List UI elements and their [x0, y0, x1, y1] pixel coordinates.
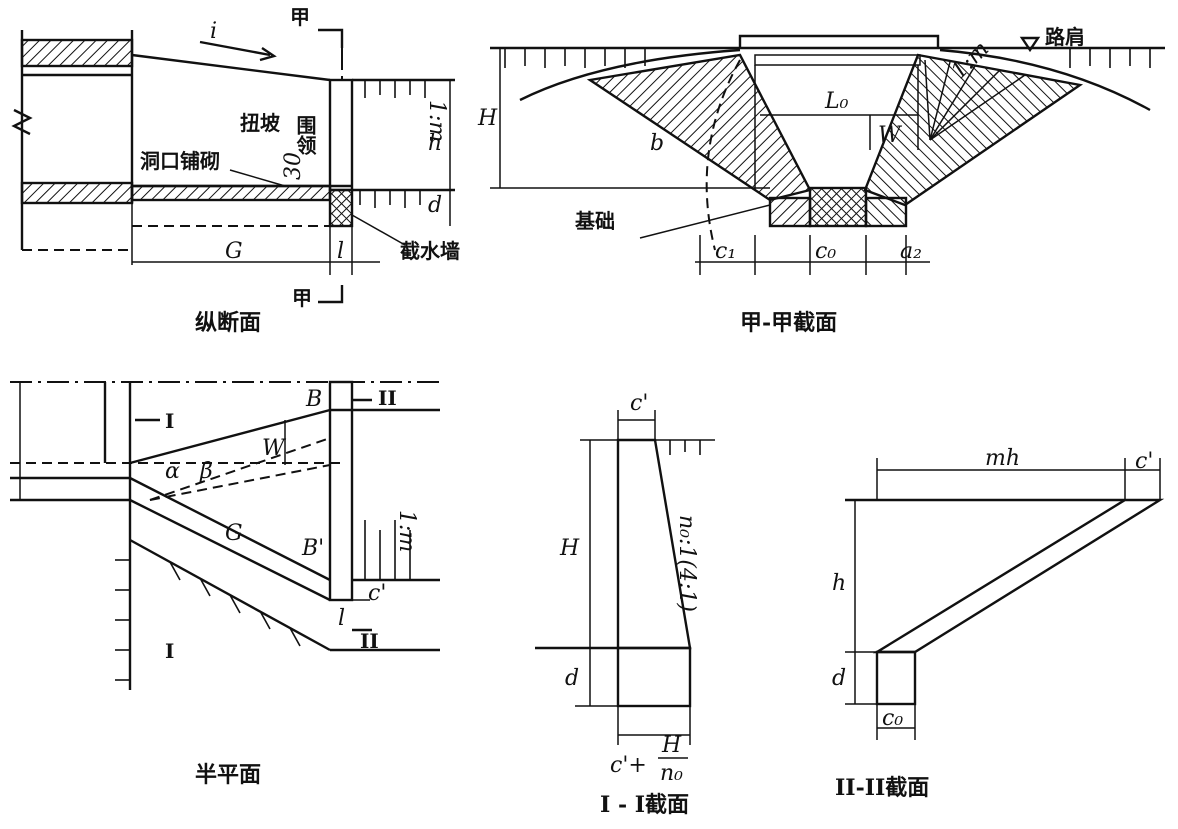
plan-slope-label: 1:m [394, 510, 419, 552]
culvert-top-outline [738, 34, 940, 48]
section-I-H-label: H [559, 536, 580, 561]
section-II-caption: II-II截面 [835, 775, 929, 801]
center-foundation [808, 186, 868, 228]
section-mark-bottom-symbol [318, 285, 344, 304]
culvert-bottom-slab [20, 181, 134, 205]
longitudinal-section-panel: i 甲 甲 扭坡 围领 洞口铺砌 30 1:m h d G l 截水墙 纵断面 [11, 5, 460, 336]
c1-label: c₁ [715, 239, 736, 264]
right-foundation [864, 196, 908, 228]
l-label: l [337, 239, 344, 264]
section-II-c0-label: c₀ [882, 706, 903, 731]
road-shoulder-label: 路肩 [1045, 25, 1085, 49]
B-bottom-label: B' [301, 536, 324, 561]
h-label: h [428, 131, 442, 156]
d-label: d [428, 193, 442, 218]
left-embankment-curve [519, 48, 741, 102]
L0-label: L₀ [824, 89, 849, 114]
beta-label: β [199, 459, 213, 484]
ground-ticks-bottom [359, 190, 421, 208]
section-I-bottom-width-den: n₀ [660, 761, 683, 786]
slope-label: 1:m [424, 100, 449, 142]
G-label: G [225, 239, 243, 264]
plan-headwall [328, 380, 354, 602]
value-30-label: 30 [281, 152, 306, 180]
foundation-label: 基础 [575, 209, 615, 233]
section-mark-top-label: 甲 [290, 5, 310, 29]
headwall-label: 围领 [293, 115, 317, 156]
plan-ground-ticks [115, 559, 301, 681]
c0-label: c₀ [815, 239, 836, 264]
apron-paving [130, 184, 332, 202]
plan-l-label: l [338, 606, 345, 631]
plan-wing-outer [129, 476, 331, 582]
alpha-label: α [165, 459, 180, 484]
headwall-outline [328, 78, 354, 192]
b-dashed-curve [705, 59, 741, 251]
twist-slope-label: 扭坡 [240, 111, 281, 135]
b-label: b [650, 131, 664, 156]
section-jia-caption: 甲-甲截面 [740, 310, 837, 336]
section-I-slope-label: n₀:1(4:1) [674, 515, 699, 612]
section-I-c-top-label: c' [630, 391, 648, 416]
flow-i-label: i [210, 19, 217, 44]
wing-wall-top-line [131, 53, 331, 82]
road-shoulder-marker [1019, 36, 1041, 53]
a2-label: a₂ [900, 239, 922, 264]
plan-c-label: c' [368, 581, 386, 606]
H-label: H [477, 106, 498, 131]
slope-fan-lines [924, 59, 1026, 141]
plan-caption: 半平面 [195, 762, 261, 788]
left-wing-wall [586, 53, 812, 202]
section-II-wall [872, 498, 1165, 654]
section-II-c-top-label: c' [1135, 449, 1153, 474]
section-I-bottom-width-main: c'+ [610, 753, 647, 778]
section-I-bottom-width-num: H [661, 733, 682, 758]
section-II-d-label: d [832, 666, 846, 691]
section-II-mh-label: mh [985, 446, 1020, 471]
half-plan-panel: I I II II B B' W α β G 1:m c' l 半平面 [10, 380, 440, 788]
section-I-caption: I - I截面 [600, 792, 689, 818]
cutoff-wall [328, 188, 354, 228]
section-I-d-label: d [565, 666, 579, 691]
plan-wing-top [129, 408, 331, 465]
section-I-bottom-label: I [165, 639, 174, 663]
section-mark-top-symbol [318, 28, 344, 48]
plan-W-label: W [262, 436, 287, 461]
W-label: W [878, 123, 903, 148]
paving-label: 洞口铺砌 [140, 149, 220, 173]
section-I-footing [616, 646, 692, 708]
section-II-footing [875, 650, 917, 706]
break-symbol [11, 108, 33, 136]
left-foundation [768, 196, 812, 228]
section-I-ground-ticks [669, 440, 701, 455]
section-jia-panel: 路肩 H L₀ W b 1:m 基础 c₁ c₀ a₂ 甲-甲截面 [477, 25, 1165, 336]
section-I-panel: c' H d n₀:1(4:1) c'+ H n₀ I - I截面 [535, 391, 715, 818]
section-I-top-label: I [165, 409, 174, 433]
B-top-label: B [305, 387, 322, 412]
plan-wing-inner [129, 498, 331, 602]
section-II-bottom-label: II [360, 629, 379, 653]
section-II-top-label: II [378, 386, 397, 410]
flow-arrow [199, 40, 271, 57]
plan-G-label: G [225, 521, 243, 546]
section-mark-bottom-label: 甲 [292, 286, 312, 310]
ground-ticks-top [364, 80, 426, 98]
road-ticks [504, 48, 1151, 68]
section-II-panel: mh c' h d c₀ II-II截面 [832, 446, 1165, 801]
culvert-top-slab [20, 38, 134, 68]
right-embankment-curve [939, 48, 1151, 112]
section-II-h-label: h [832, 571, 846, 596]
plan-right-ticks [352, 520, 440, 582]
cutoff-wall-label: 截水墙 [400, 239, 460, 263]
longitudinal-caption: 纵断面 [195, 310, 261, 336]
